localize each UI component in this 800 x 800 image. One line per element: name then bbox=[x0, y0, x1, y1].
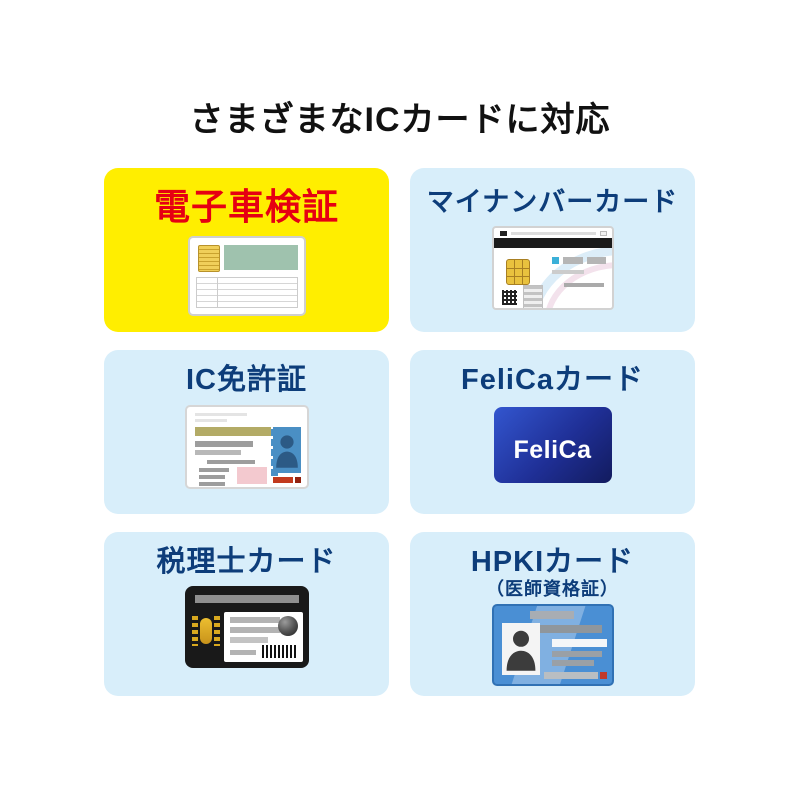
tile-mynumber-label: マイナンバーカード bbox=[426, 187, 679, 217]
pink-field bbox=[236, 467, 267, 485]
vehicle-inspection-card-illustration bbox=[187, 236, 306, 316]
person-silhouette-icon bbox=[506, 630, 535, 671]
text-bar bbox=[229, 627, 280, 634]
corner-mark bbox=[599, 230, 607, 236]
text-bar bbox=[562, 256, 583, 264]
text-bar bbox=[563, 282, 604, 287]
tile-hpki-card: HPKIカード （医師資格証） bbox=[410, 532, 695, 696]
chip-contacts bbox=[191, 616, 198, 647]
text-bar bbox=[551, 651, 602, 658]
text-bar bbox=[194, 419, 227, 423]
red-square bbox=[599, 672, 607, 680]
chip-pad bbox=[199, 618, 212, 645]
text-bar bbox=[194, 413, 247, 417]
white-field-bar bbox=[551, 639, 607, 648]
text-bar bbox=[596, 256, 606, 264]
text-bar bbox=[198, 482, 225, 487]
seal-sphere-icon bbox=[277, 616, 298, 637]
tile-felica-label: FeliCaカード bbox=[460, 364, 645, 396]
text-bar bbox=[229, 617, 280, 624]
chip-contacts bbox=[213, 616, 220, 647]
page-title: さまざまなICカードに対応 bbox=[189, 101, 611, 139]
text-bar bbox=[206, 460, 255, 465]
text-bar bbox=[229, 637, 268, 644]
card-table-divider bbox=[216, 277, 218, 308]
mini-table bbox=[522, 284, 543, 308]
tile-vehicle-inspection-label: 電子車検証 bbox=[153, 186, 339, 227]
text-bar bbox=[198, 468, 229, 473]
text-bar bbox=[529, 611, 574, 620]
mynumber-card-illustration bbox=[491, 225, 614, 310]
tax-accountant-card-illustration bbox=[184, 586, 309, 669]
text-bar bbox=[586, 256, 599, 264]
top-strip bbox=[510, 231, 596, 235]
text-bar bbox=[198, 475, 225, 480]
barcode-icon bbox=[261, 645, 298, 659]
ic-license-card-illustration bbox=[184, 405, 309, 490]
card-panel bbox=[223, 612, 303, 663]
photo-area bbox=[501, 623, 540, 676]
tile-felica-card: FeliCaカード FeliCa bbox=[410, 350, 695, 514]
text-bar bbox=[194, 450, 241, 456]
text-bar bbox=[539, 625, 602, 634]
card-grid: 電子車検証 マイナンバーカード IC免 bbox=[104, 168, 695, 696]
felica-card-illustration: FeliCa bbox=[493, 407, 612, 484]
tile-hpki-label: HPKIカード bbox=[470, 546, 635, 578]
ic-chip-icon bbox=[505, 258, 530, 285]
text-bar bbox=[551, 269, 584, 274]
qr-code-icon bbox=[501, 289, 517, 305]
text-bar bbox=[194, 441, 253, 448]
name-field-bar bbox=[194, 427, 271, 437]
card-table bbox=[195, 277, 298, 308]
corner-mark bbox=[499, 230, 507, 236]
felica-logo: FeliCa bbox=[513, 435, 592, 464]
hpki-card-illustration bbox=[491, 604, 614, 687]
tile-mynumber-card: マイナンバーカード bbox=[410, 168, 695, 332]
ic-chip-icon bbox=[197, 245, 220, 272]
cyan-mark bbox=[551, 256, 559, 264]
magnetic-stripe bbox=[493, 237, 612, 248]
top-strip bbox=[194, 595, 299, 604]
tile-ic-license: IC免許証 bbox=[104, 350, 389, 514]
text-bar bbox=[551, 660, 594, 667]
tile-tax-accountant-label: 税理士カード bbox=[156, 546, 337, 578]
tile-ic-license-label: IC免許証 bbox=[185, 364, 307, 396]
text-bar bbox=[543, 672, 598, 680]
tile-tax-accountant-card: 税理士カード bbox=[104, 532, 389, 696]
tile-vehicle-inspection: 電子車検証 bbox=[104, 168, 389, 332]
card-header-bar bbox=[223, 245, 298, 270]
red-square bbox=[294, 477, 301, 484]
tile-hpki-sublabel: （医師資格証） bbox=[486, 579, 619, 600]
text-bar bbox=[229, 650, 256, 656]
photo-area bbox=[272, 427, 301, 474]
red-field bbox=[272, 477, 293, 484]
person-silhouette-icon bbox=[275, 435, 298, 469]
ic-chip-icon bbox=[191, 615, 220, 647]
